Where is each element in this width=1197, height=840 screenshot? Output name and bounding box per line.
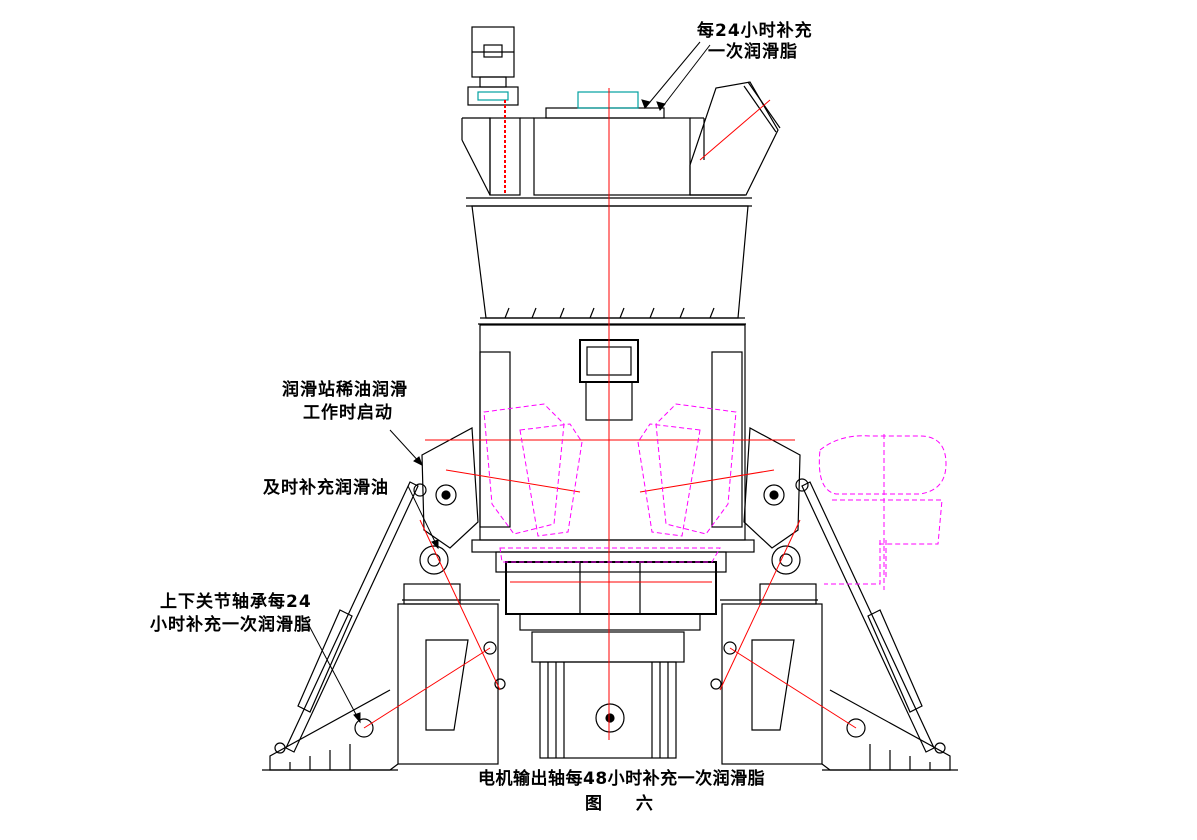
top-motor (467, 26, 519, 106)
gearbox (531, 631, 685, 759)
figure-caption: 图 六 (585, 794, 667, 814)
annotation-add-oil: 及时补充润滑油 (263, 478, 389, 498)
right-rocker-arm (743, 427, 809, 575)
mill-body (471, 324, 755, 573)
annotation-top-grease-line1: 每24小时补充 (697, 21, 813, 41)
annotation-oil-station-line2: 工作时启动 (303, 403, 393, 423)
annotation-oil-station-line1: 润滑站稀油润滑 (282, 380, 408, 400)
left-base (262, 583, 500, 771)
annotation-motor-shaft: 电机输出轴每48小时补充一次润滑脂 (478, 769, 766, 789)
annotation-bearing-line2: 小时补充一次润滑脂 (150, 615, 312, 635)
centerlines (363, 88, 857, 740)
annotation-bearing-line1: 上下关节轴承每24 (160, 592, 312, 612)
hydraulic-cylinders (274, 481, 946, 754)
phantom-outlines (483, 403, 947, 590)
right-base (720, 583, 958, 771)
leader-lines (304, 41, 711, 724)
left-rocker-arm (413, 427, 479, 575)
annotation-top-grease-line2: 一次润滑脂 (708, 42, 798, 62)
grinding-table (505, 561, 717, 631)
